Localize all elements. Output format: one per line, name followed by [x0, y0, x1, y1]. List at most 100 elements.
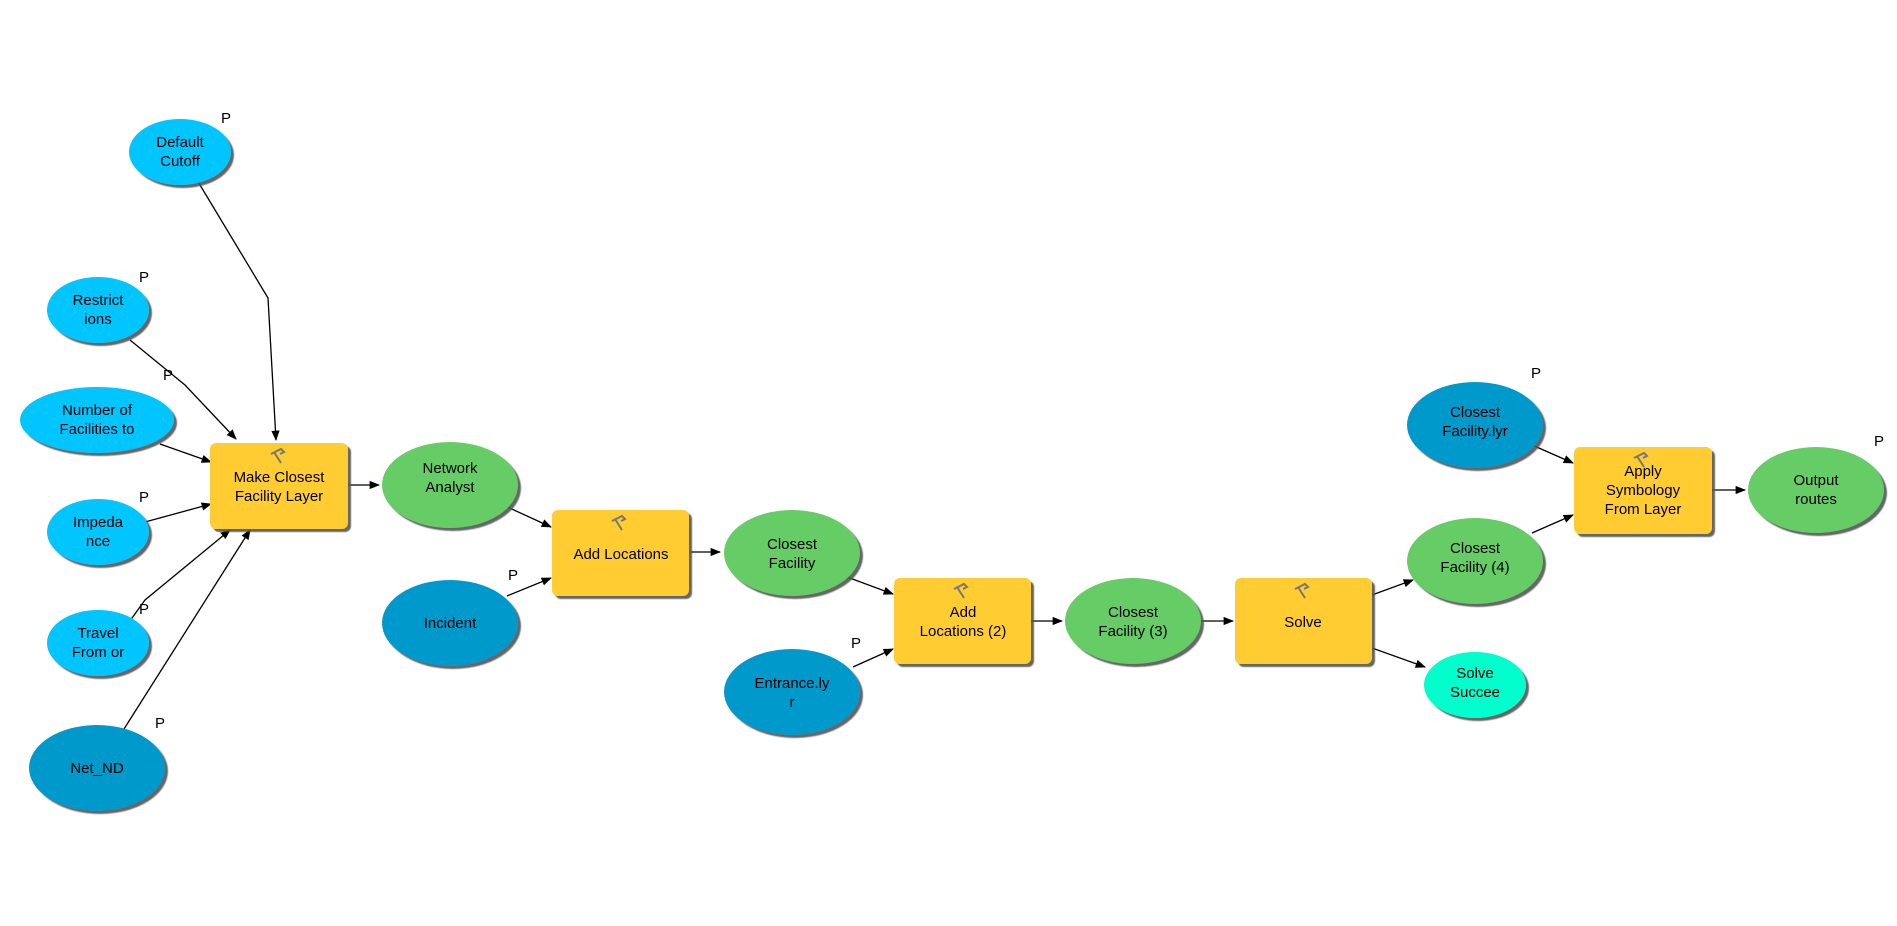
node-network-analyst[interactable]: Network Analyst	[382, 442, 518, 528]
connector-closest-facility-to-add-locations-2	[846, 576, 894, 595]
connector-impedance-to-make-layer	[144, 502, 213, 523]
entrance-lyr-ellipse	[724, 649, 860, 735]
tool-apply-symbology-from-layer[interactable]: Apply Symbology From Layer	[1574, 447, 1712, 534]
restrictions-parameter-marker: P	[139, 269, 149, 286]
number-of-facilities-label-line2: Facilities to	[59, 421, 134, 438]
connector-network-analyst-to-add-locations	[502, 504, 552, 528]
tool-solve[interactable]: Solve	[1235, 578, 1372, 664]
closest-facility-3-label-line1: Closest	[1108, 604, 1159, 621]
add-locations-2-label-line2: Locations (2)	[920, 623, 1007, 640]
node-solve-succeeded[interactable]: Solve Succee	[1424, 652, 1526, 718]
apply-symbology-box	[1574, 447, 1712, 534]
tool-add-locations[interactable]: Add Locations	[552, 510, 689, 596]
hammer-icon	[953, 582, 969, 599]
apply-symbology-label-line2: Symbology	[1606, 482, 1681, 499]
node-closest-facility-lyr[interactable]: Closest Facility.lyr P	[1407, 365, 1543, 468]
solve-box	[1235, 578, 1372, 664]
default-cutoff-parameter-marker: P	[221, 110, 231, 127]
node-default-cutoff[interactable]: Default Cutoff P	[129, 110, 231, 185]
tool-add-locations-2[interactable]: Add Locations (2)	[894, 578, 1031, 664]
incident-label: Incident	[424, 615, 477, 632]
solve-succeeded-label-line2: Succee	[1450, 684, 1500, 701]
node-travel-from[interactable]: Travel From or P	[47, 601, 149, 676]
node-incident[interactable]: Incident P	[382, 567, 518, 666]
restrictions-ellipse	[47, 277, 149, 343]
net-nd-parameter-marker: P	[155, 715, 165, 732]
travel-from-ellipse	[47, 610, 149, 676]
travel-from-label-line1: Travel	[77, 625, 118, 642]
closest-facility-lyr-label-line2: Facility.lyr	[1442, 423, 1508, 440]
make-closest-facility-layer-box	[210, 443, 348, 529]
connector-closest-facility-lyr-to-apply-symbology	[1531, 444, 1574, 464]
hammer-icon	[270, 447, 286, 464]
connector-incident-to-add-locations	[506, 577, 552, 597]
solve-label: Solve	[1284, 614, 1322, 631]
add-locations-label: Add Locations	[573, 546, 668, 563]
connectors	[123, 179, 1747, 730]
entrance-lyr-label-line2: r	[790, 694, 795, 711]
restrictions-label-line2: ions	[84, 311, 112, 328]
closest-facility-ellipse	[724, 510, 860, 596]
node-closest-facility-4[interactable]: Closest Facility (4)	[1407, 518, 1543, 604]
default-cutoff-label-line2: Cutoff	[160, 153, 201, 170]
closest-facility-label-line1: Closest	[767, 536, 818, 553]
connector-solve-to-closest-facility-4	[1371, 579, 1414, 596]
closest-facility-4-label-line2: Facility (4)	[1440, 559, 1509, 576]
closest-facility-4-label-line1: Closest	[1450, 540, 1501, 557]
output-routes-parameter-marker: P	[1874, 433, 1884, 450]
hammer-icon	[611, 514, 627, 531]
closest-facility-lyr-ellipse	[1407, 382, 1543, 468]
incident-parameter-marker: P	[508, 567, 518, 584]
hammer-icon	[1294, 582, 1310, 599]
connector-number-facilities-to-make-layer	[159, 443, 212, 463]
impedance-parameter-marker: P	[139, 489, 149, 506]
impedance-label-line2: nce	[86, 533, 110, 550]
closest-facility-lyr-label-line1: Closest	[1450, 404, 1501, 421]
node-impedance[interactable]: Impeda nce P	[47, 489, 149, 565]
tool-make-closest-facility-layer[interactable]: Make Closest Facility Layer	[210, 443, 348, 529]
network-analyst-label-line2: Analyst	[425, 479, 475, 496]
apply-symbology-label-line3: From Layer	[1605, 501, 1682, 518]
connector-entrance-to-add-locations-2	[852, 648, 894, 668]
closest-facility-4-ellipse	[1407, 518, 1543, 604]
add-locations-box	[552, 510, 689, 596]
output-routes-ellipse	[1748, 447, 1884, 533]
closest-facility-3-label-line2: Facility (3)	[1098, 623, 1167, 640]
node-output-routes[interactable]: Output routes P	[1748, 433, 1884, 533]
connector-net-nd-to-make-layer	[123, 529, 251, 730]
connector-default-cutoff-to-make-layer	[196, 179, 280, 442]
net-nd-label: Net_ND	[70, 760, 124, 777]
default-cutoff-ellipse	[129, 119, 231, 185]
impedance-label-line1: Impeda	[73, 514, 124, 531]
network-analyst-ellipse	[382, 442, 518, 528]
incident-ellipse	[382, 580, 518, 666]
number-of-facilities-ellipse	[20, 387, 174, 453]
closest-facility-3-ellipse	[1065, 578, 1201, 664]
add-locations-2-label-line1: Add	[950, 604, 977, 621]
entrance-lyr-label-line1: Entrance.ly	[754, 675, 830, 692]
restrictions-connector-parameter-marker: P	[163, 367, 173, 384]
add-locations-2-box	[894, 578, 1031, 664]
solve-succeeded-ellipse	[1424, 652, 1526, 718]
make-closest-facility-layer-label-line1: Make Closest	[234, 469, 326, 486]
node-number-of-facilities[interactable]: Number of Facilities to	[20, 387, 174, 453]
net-nd-ellipse	[29, 725, 165, 811]
travel-from-parameter-marker: P	[139, 601, 149, 618]
entrance-lyr-parameter-marker: P	[851, 635, 861, 652]
solve-succeeded-label-line1: Solve	[1456, 665, 1494, 682]
closest-facility-lyr-parameter-marker: P	[1531, 365, 1541, 382]
impedance-ellipse	[47, 499, 149, 565]
apply-symbology-label-line1: Apply	[1624, 463, 1662, 480]
restrictions-label-line1: Restrict	[73, 292, 125, 309]
make-closest-facility-layer-label-line2: Facility Layer	[235, 488, 323, 505]
connector-travel-from-to-make-layer	[126, 529, 231, 626]
output-routes-label-line1: Output	[1793, 472, 1839, 489]
node-closest-facility-3[interactable]: Closest Facility (3)	[1065, 578, 1201, 664]
node-closest-facility[interactable]: Closest Facility	[724, 510, 860, 596]
network-analyst-label-line1: Network	[422, 460, 478, 477]
output-routes-label-line2: routes	[1795, 491, 1837, 508]
node-net-nd[interactable]: Net_ND P	[29, 715, 165, 811]
node-entrance-lyr[interactable]: Entrance.ly r P	[724, 635, 861, 735]
node-restrictions[interactable]: Restrict ions P	[47, 269, 149, 343]
